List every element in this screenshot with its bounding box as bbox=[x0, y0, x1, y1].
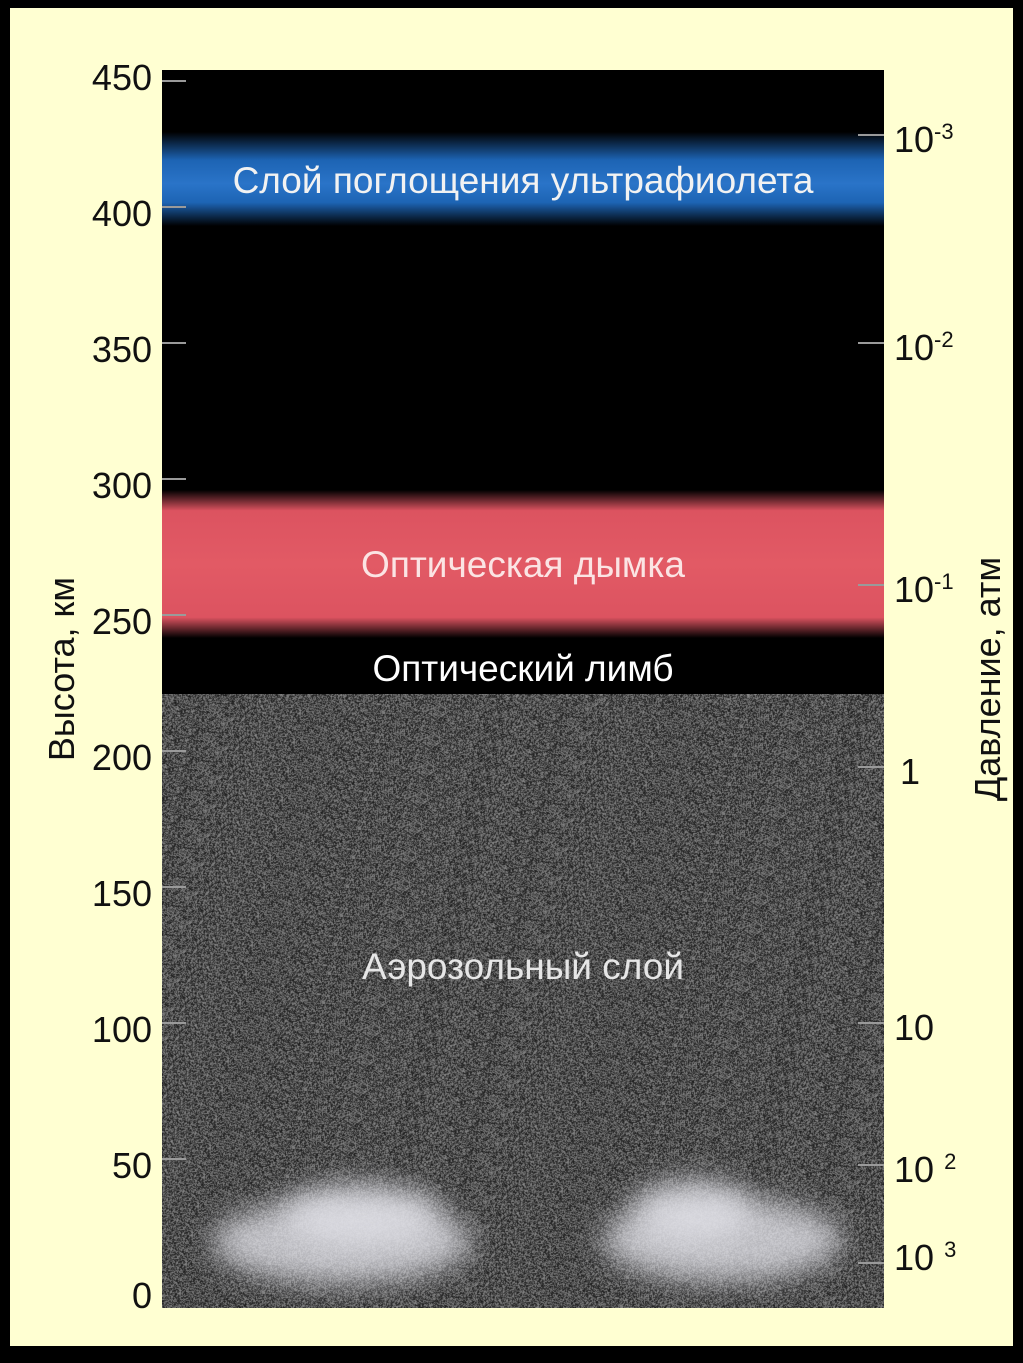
optical-haze-band bbox=[162, 490, 884, 638]
altitude-tick-label: 450 bbox=[91, 57, 152, 98]
altitude-tick bbox=[162, 750, 186, 752]
figure-background: Слой поглощения ультрафиолета Оптическая… bbox=[10, 8, 1013, 1346]
altitude-tick-label: 150 bbox=[91, 873, 152, 914]
altitude-tick-label: 300 bbox=[91, 465, 152, 506]
pressure-tick-label: 10 3 bbox=[894, 1237, 957, 1278]
pressure-tick bbox=[858, 766, 884, 768]
altitude-tick-label: 400 bbox=[91, 193, 152, 234]
altitude-tick bbox=[162, 206, 186, 208]
pressure-tick-label: 1 bbox=[900, 751, 921, 792]
aerosol-layer-label: Аэрозольный слой bbox=[361, 946, 684, 987]
pressure-tick bbox=[858, 134, 884, 136]
pressure-tick bbox=[858, 1262, 884, 1264]
pressure-tick bbox=[858, 584, 884, 586]
altitude-tick bbox=[162, 80, 186, 82]
haze-layer-label: Оптическая дымка bbox=[361, 544, 685, 585]
atmosphere-column: Слой поглощения ультрафиолета Оптическая… bbox=[162, 70, 884, 1308]
pressure-tick bbox=[858, 1022, 884, 1024]
pressure-tick-label: 10 bbox=[894, 1007, 935, 1048]
pressure-tick-label: 10-3 bbox=[894, 119, 954, 160]
pressure-tick-label: 10-1 bbox=[894, 569, 954, 610]
uv-layer-label: Слой поглощения ультрафиолета bbox=[232, 160, 814, 201]
altitude-tick bbox=[162, 1158, 186, 1160]
aerosol-layer-region bbox=[162, 694, 884, 1308]
uv-absorption-band bbox=[162, 132, 884, 226]
cloud-right-top bbox=[632, 1180, 752, 1240]
pressure-tick-label: 10-2 bbox=[894, 327, 954, 368]
pressure-tick bbox=[858, 1164, 884, 1166]
altitude-tick-label: 50 bbox=[111, 1145, 152, 1186]
altitude-tick-label: 100 bbox=[91, 1009, 152, 1050]
altitude-tick-label: 0 bbox=[131, 1275, 152, 1316]
pressure-tick bbox=[858, 342, 884, 344]
altitude-tick bbox=[162, 478, 186, 480]
altitude-tick bbox=[162, 886, 186, 888]
altitude-tick-label: 200 bbox=[91, 737, 152, 778]
altitude-tick bbox=[162, 1022, 186, 1024]
optical-limb-label: Оптический лимб bbox=[372, 648, 674, 689]
altitude-tick-label: 350 bbox=[91, 329, 152, 370]
altitude-tick bbox=[162, 342, 186, 344]
cloud-left-top bbox=[282, 1184, 442, 1244]
altitude-tick-label: 250 bbox=[91, 601, 152, 642]
altitude-tick bbox=[162, 614, 186, 616]
pressure-tick-label: 10 2 bbox=[894, 1149, 957, 1190]
altitude-axis-title: Высота, км bbox=[41, 576, 82, 762]
pressure-axis-title: Давление, атм bbox=[967, 556, 1008, 802]
